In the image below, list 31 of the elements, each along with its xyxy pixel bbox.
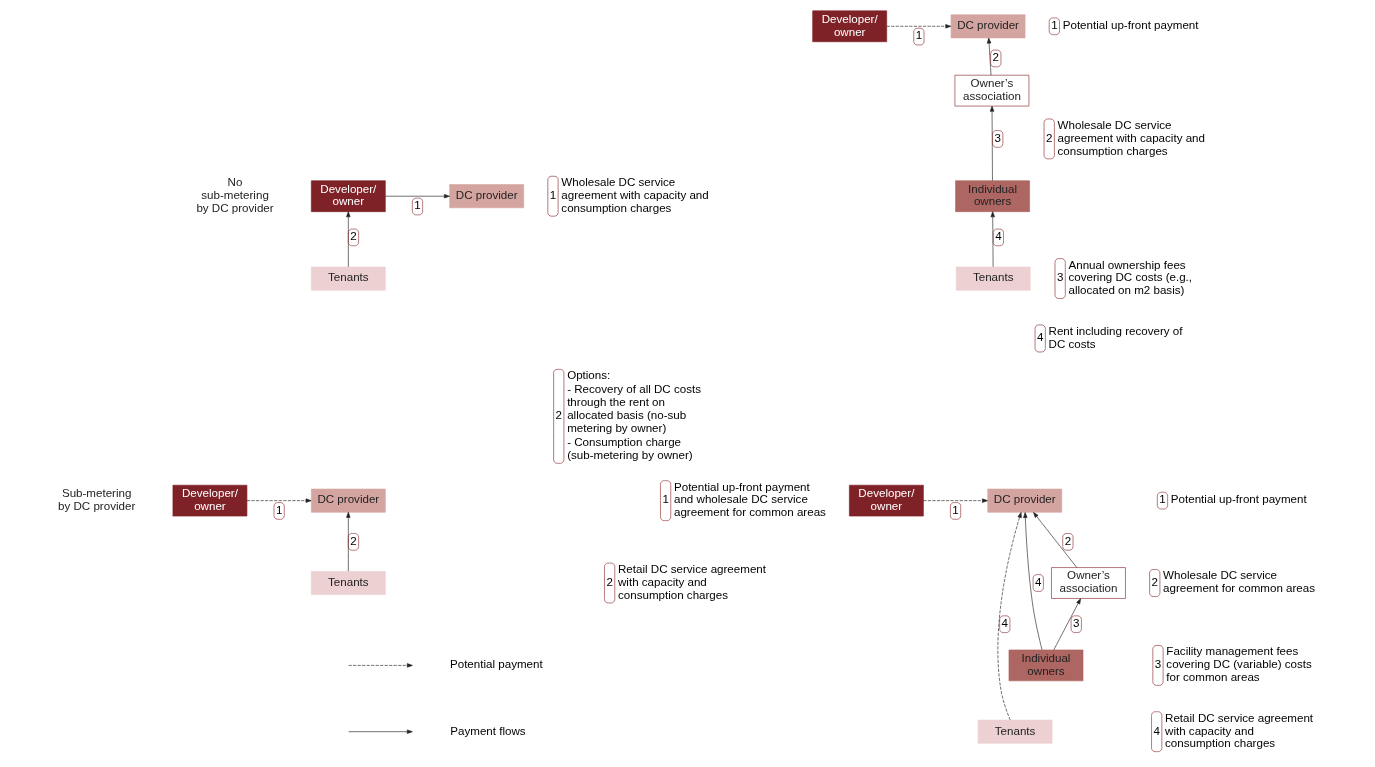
node-label: Retail DC service agreement with capacity and consumption charges — [1165, 711, 1314, 750]
edge-label: 4 — [1035, 575, 1042, 588]
node-label: Potential up-front payment — [1170, 493, 1307, 506]
node-label: Wholesale DC service agreement with capacity and consumption charges — [1057, 118, 1205, 157]
edge-label: 2 — [350, 534, 357, 547]
node-label: Potential up-front payment and wholesale DC service agreement for common areas — [673, 480, 826, 519]
node-label: Options: — [567, 369, 611, 382]
edge-label: 4 — [995, 230, 1002, 243]
legend-label: Payment flows — [450, 724, 526, 737]
edge-label: 2 — [350, 230, 357, 243]
edge-label: 4 — [1001, 617, 1009, 630]
node-label: Retail DC service agreement with capacity and consumption charges — [617, 562, 767, 601]
edge-label: 1 — [915, 29, 923, 42]
label: Sub-metering by DC provider — [58, 487, 136, 512]
node-label: Facility management fees covering DC (variable) costs for common areas — [1166, 645, 1312, 684]
node-label: Potential up-front payment — [1062, 19, 1199, 32]
edge-label: 3 — [994, 131, 1001, 144]
edge-label: 2 — [992, 51, 1000, 64]
node-label: Wholesale DC service agreement for common areas — [1163, 569, 1316, 595]
node-label: - Recovery of all DC costs through the rent on allocated basis (no-sub metering by owner) — [567, 383, 701, 435]
edge-label: 3 — [1073, 617, 1080, 630]
edge-label: 2 — [1064, 534, 1072, 547]
node-label: Annual ownership fees covering DC costs (e.g., allocated on m2 basis) — [1068, 258, 1193, 297]
edge-label: 1 — [952, 503, 959, 516]
edge-label: 1 — [414, 199, 421, 212]
edge-label: 1 — [275, 503, 283, 516]
label: No sub-metering by DC provider — [196, 176, 274, 214]
node-label: - Consumption charge (sub-metering by owner) — [567, 436, 693, 462]
legend-label: Potential payment — [450, 658, 543, 671]
node-label: Rent including recovery of DC costs — [1048, 324, 1183, 350]
node-label: Wholesale DC service agreement with capacity and consumption charges — [561, 176, 709, 214]
